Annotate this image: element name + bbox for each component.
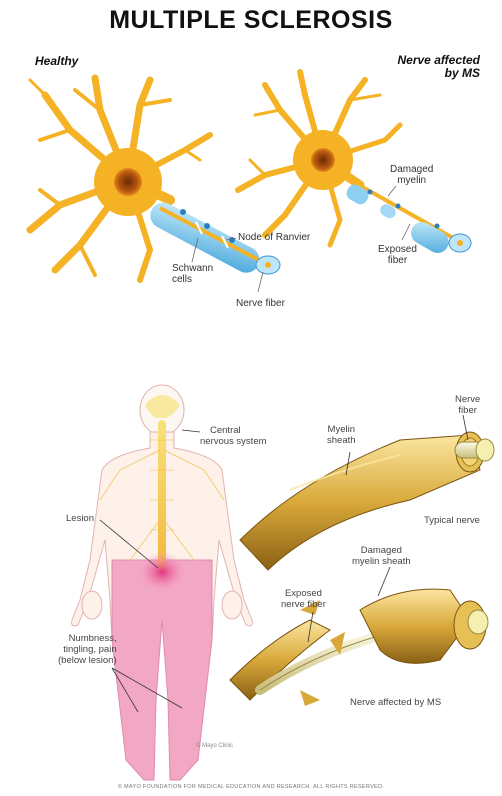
affected-label: Nerve affected by MS [380, 54, 480, 80]
affected-neuron [238, 72, 471, 257]
nerve-fiber-line1: Nerve [455, 394, 480, 405]
numbness-label: Numbness, tingling, pain (below lesion) [58, 633, 117, 666]
exposed-fiber-line2: fiber [378, 255, 417, 266]
numbness-line2: tingling, pain [58, 644, 117, 655]
numbness-line1: Numbness, [58, 633, 117, 644]
footer-copyright: © MAYO FOUNDATION FOR MEDICAL EDUCATION … [0, 784, 502, 790]
node-of-ranvier-label: Node of Ranvier [238, 232, 310, 243]
numbness-line3: (below lesion) [58, 655, 117, 666]
mayo-credit: © Mayo Clinic [196, 743, 233, 749]
affected-label-line2: by MS [380, 67, 480, 80]
damaged-myelin-label: Damaged myelin [390, 164, 433, 186]
healthy-label: Healthy [35, 54, 78, 68]
cns-line1: Central [200, 425, 267, 436]
damaged-sheath-label: Damaged myelin sheath [352, 545, 411, 567]
schwann-line2: cells [172, 274, 213, 285]
damaged-sheath-line1: Damaged [352, 545, 411, 556]
exposed-nerve-line2: nerve fiber [281, 599, 326, 610]
cns-line2: nervous system [200, 436, 267, 447]
myelin-sheath-line1: Myelin [327, 424, 356, 435]
schwann-cells-label: Schwann cells [172, 263, 213, 285]
nerve-fiber-label: Nerve fiber [236, 298, 285, 309]
schwann-line1: Schwann [172, 263, 213, 274]
exposed-fiber-label: Exposed fiber [378, 244, 417, 266]
central-nervous-system-label: Central nervous system [200, 425, 267, 447]
myelin-sheath-label: Myelin sheath [327, 424, 356, 446]
damaged-nerve [230, 567, 488, 706]
lesion-label: Lesion [66, 513, 94, 524]
exposed-fiber-line1: Exposed [378, 244, 417, 255]
nerve-fiber-line2: fiber [455, 405, 480, 416]
damaged-myelin-line2: myelin [390, 175, 433, 186]
damaged-myelin-line1: Damaged [390, 164, 433, 175]
damaged-sheath-line2: myelin sheath [352, 556, 411, 567]
affected-nerve-caption: Nerve affected by MS [350, 697, 441, 708]
nerve-fiber-bottom-label: Nerve fiber [455, 394, 480, 416]
exposed-nerve-label: Exposed nerve fiber [281, 588, 326, 610]
exposed-nerve-line1: Exposed [281, 588, 326, 599]
typical-nerve-label: Typical nerve [424, 515, 480, 526]
myelin-sheath-line2: sheath [327, 435, 356, 446]
